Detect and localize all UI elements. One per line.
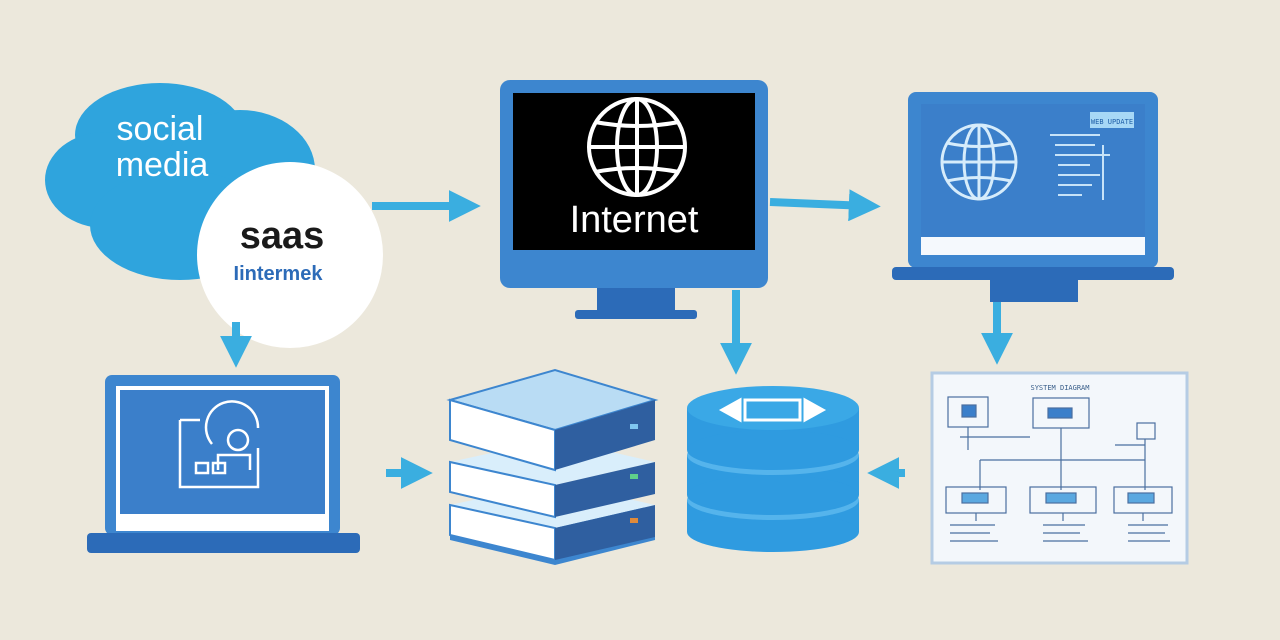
monitor-screen <box>513 93 755 250</box>
database-icon <box>687 386 859 552</box>
cloud-label-media: media <box>116 146 209 184</box>
monitor-node: Internet <box>500 80 768 319</box>
cloud-node: social media saas Iintermek <box>45 83 383 348</box>
web-tag-label: WEB UPDATE <box>1091 118 1133 126</box>
server-unit <box>446 368 659 472</box>
blueprint-node: SYSTEM DIAGRAM <box>930 371 1189 565</box>
document-gear-icon <box>178 400 260 489</box>
monitor-label: Internet <box>570 199 699 241</box>
blueprint-lines <box>945 396 1173 542</box>
laptop-left-base <box>87 533 360 553</box>
laptop-right-stand <box>990 280 1078 302</box>
cloud-label-social: social <box>117 110 204 148</box>
laptop-left-node <box>87 375 360 553</box>
web-tag <box>1090 112 1134 128</box>
connection-arrows <box>220 189 1013 489</box>
saas-subtitle: Iintermek <box>234 263 324 285</box>
server-stack-icon <box>446 368 659 565</box>
blueprint-sheet <box>930 371 1189 565</box>
arrow-monitor-to-laptop <box>769 189 881 222</box>
sync-icon <box>718 397 827 423</box>
globe-icon <box>940 123 1018 201</box>
monitor-neck <box>597 288 675 312</box>
saas-badge: saas Iintermek <box>197 162 383 348</box>
code-lines <box>1050 134 1110 200</box>
laptop-left-screen <box>120 390 325 514</box>
globe-icon <box>587 97 687 197</box>
blueprint-title: SYSTEM DIAGRAM <box>1030 384 1089 392</box>
laptop-right-base <box>892 267 1174 280</box>
saas-title: saas <box>240 215 325 257</box>
laptop-right-node: WEB UPDATE <box>892 92 1174 302</box>
monitor-base <box>575 310 697 319</box>
